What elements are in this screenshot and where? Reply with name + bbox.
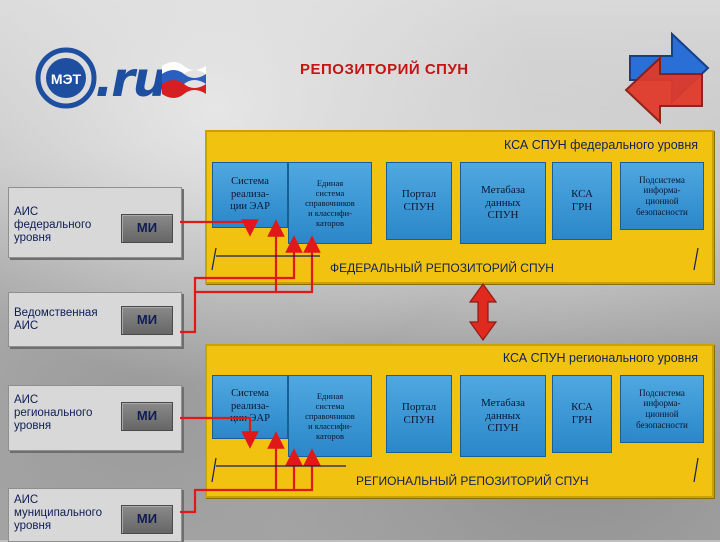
source-regional-ais: АИС регионального уровня МИ	[8, 385, 182, 451]
regional-module-metabase: Метабаза данных СПУН	[460, 375, 546, 457]
connector-federal-ais	[180, 219, 259, 237]
sync-double-arrow-icon	[468, 282, 498, 342]
connector-municipal-ais-2	[276, 448, 303, 492]
source-label: АИС регионального уровня	[14, 394, 93, 433]
met-logo-icon: МЭТ	[35, 47, 97, 109]
federal-module-ksa-grn: КСА ГРН	[552, 162, 612, 240]
federal-module-ear: Система реализа- ции ЭАР	[212, 162, 288, 228]
regional-module-portal: Портал СПУН	[386, 375, 452, 453]
source-label: АИС федерального уровня	[14, 206, 92, 245]
source-label: АИС муниципального уровня	[14, 494, 102, 533]
mi-badge: МИ	[121, 214, 173, 243]
connector-regional-ais	[180, 416, 259, 449]
connector-departmental-ais-2	[193, 235, 303, 292]
connector-municipal-ais-3	[294, 448, 321, 492]
connector-municipal-ais	[180, 431, 285, 514]
federal-module-metabase: Метабаза данных СПУН	[460, 162, 546, 244]
mi-badge: МИ	[121, 306, 173, 335]
regional-repository-label: РЕГИОНАЛЬНЫЙ РЕПОЗИТОРИЙ СПУН	[356, 474, 589, 488]
regional-bracket-left	[211, 457, 217, 483]
exchange-arrows-icon	[624, 31, 710, 125]
source-label: Ведомственная АИС	[14, 307, 98, 333]
regional-module-classifiers: Единая система справочников и классифи- …	[288, 375, 372, 457]
regional-panel-title: КСА СПУН регионального уровня	[502, 351, 698, 365]
mi-badge: МИ	[121, 505, 173, 534]
federal-module-security: Подсистема информа- ционной безопасности	[620, 162, 704, 230]
russian-flag-icon	[162, 62, 206, 98]
logo-text: .ru	[95, 52, 167, 108]
federal-module-classifiers: Единая система справочников и классифи- …	[288, 162, 372, 244]
regional-module-security: Подсистема информа- ционной безопасности	[620, 375, 704, 443]
federal-bracket-right	[693, 247, 699, 271]
source-departmental-ais: Ведомственная АИС МИ	[8, 292, 182, 347]
page-title: РЕПОЗИТОРИЙ СПУН	[300, 61, 469, 78]
regional-bracket-right	[693, 457, 699, 483]
federal-bracket-left	[211, 247, 217, 271]
connector-departmental-ais-3	[276, 235, 321, 294]
source-municipal-ais: АИС муниципального уровня МИ	[8, 488, 182, 542]
federal-panel-title: КСА СПУН федерального уровня	[504, 138, 698, 152]
federal-module-portal: Портал СПУН	[386, 162, 452, 240]
mi-badge: МИ	[121, 402, 173, 431]
regional-module-ksa-grn: КСА ГРН	[552, 375, 612, 453]
federal-repository-label: ФЕДЕРАЛЬНЫЙ РЕПОЗИТОРИЙ СПУН	[330, 261, 554, 275]
logo-emblem-text: МЭТ	[51, 71, 82, 87]
